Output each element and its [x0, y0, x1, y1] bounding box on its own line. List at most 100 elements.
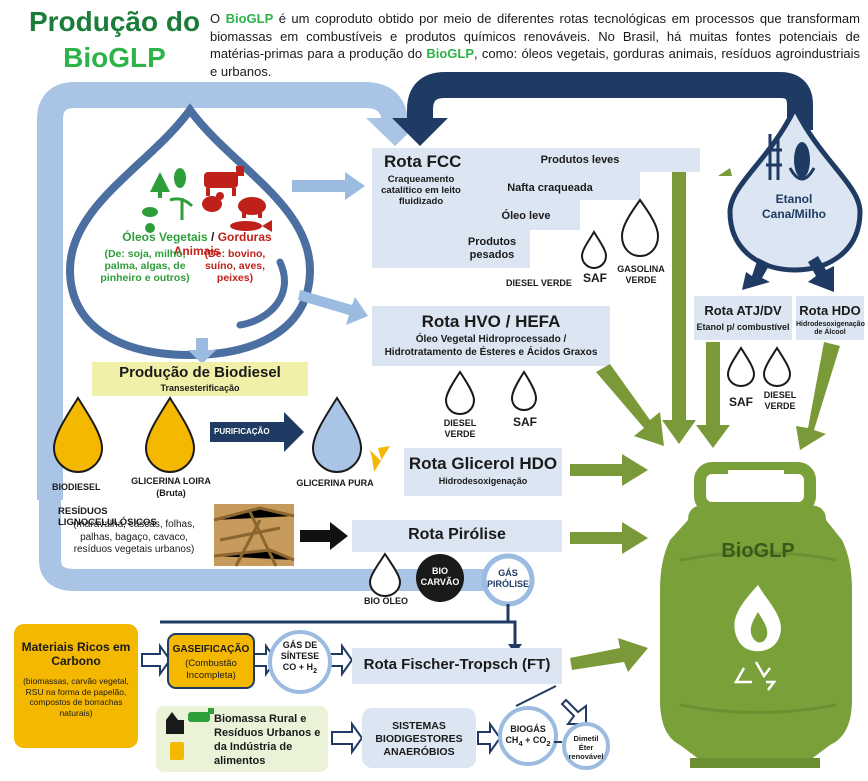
intro-before: O	[210, 11, 226, 26]
cow-icon	[188, 708, 214, 722]
biogas-ch: CH	[505, 735, 519, 745]
oleos-desc: (De: soja, milho, palma, algas, de pinhe…	[100, 248, 190, 284]
hollow-arrows	[141, 642, 587, 756]
ft-box	[352, 648, 562, 684]
trash-icon	[170, 742, 184, 760]
gas-sintese-l3: CO + H	[282, 662, 314, 672]
hdo-sub: Hidrodesoxigenação de Álcool	[796, 321, 865, 336]
fcc-diesel-verde: DIESEL VERDE	[506, 278, 572, 288]
dimetil-circle	[562, 722, 610, 770]
bio-carvao-label: BIO CARVÃO	[420, 566, 460, 587]
chicken-icon	[202, 192, 224, 212]
fcc-product-leves: Produtos leves	[540, 154, 620, 166]
drop-title: Óleos Vegetais / Gorduras Animais	[102, 230, 292, 258]
biomassa-title: Biomassa Rural e Resíduos Urbanos e da I…	[214, 713, 321, 767]
biogas-label: BIOGÁS CH4 + CO2	[500, 724, 556, 749]
factory-icon	[166, 712, 184, 734]
fcc-title: Rota FCC	[384, 152, 462, 171]
pirolise-box	[352, 520, 562, 552]
gaseificacao-sub: (Combustão Incompleta)	[185, 658, 237, 681]
biodiesel-title: Produção de Biodiesel	[119, 364, 281, 381]
gaseificacao-box	[167, 633, 255, 689]
wood-chips-image	[213, 504, 295, 567]
materiais-title: Materiais Ricos em Carbono	[21, 640, 131, 668]
arrow-residuos-pirolise	[300, 522, 348, 550]
drop-icon	[620, 198, 660, 258]
atj-sub: Etanol p/ combustível	[696, 322, 790, 332]
glicerol-title: Rota Glicerol HDO	[408, 454, 558, 473]
drop-icon	[444, 370, 476, 416]
drop-icon	[52, 396, 104, 474]
arrow-drop-to-hvo	[298, 290, 368, 325]
fcc-desc: Craqueamento catalítico em leito fluidiz…	[381, 174, 461, 207]
hvo-saf: SAF	[513, 415, 537, 429]
intro-brand1: BioGLP	[225, 11, 274, 26]
page-title-line2: BioGLP	[63, 42, 166, 73]
cylinder-label: BioGLP	[721, 540, 795, 562]
hdo-title: Rota HDO	[799, 303, 861, 318]
leaf-icon	[142, 168, 194, 233]
gas-pirolise-label: GÁS PIRÓLISE	[486, 568, 529, 589]
etanol-label: Etanol Cana/Milho	[761, 192, 826, 221]
purification-arrow	[210, 412, 304, 452]
atj-box	[694, 296, 792, 340]
gas-sintese-label: GÁS DE SÍNTESE CO + H2	[270, 640, 330, 676]
intro-mid1: é um coproduto obtido por meio de difere…	[210, 11, 860, 61]
glicerina-pura: GLICERINA PURA	[296, 478, 374, 488]
drop-icon	[144, 396, 196, 474]
drop-sep: /	[207, 230, 218, 244]
arrow-etanol-atj	[742, 258, 770, 290]
intro-paragraph: O BioGLP é um coproduto obtido por meio …	[210, 10, 860, 80]
drop-icon	[368, 552, 402, 598]
drop-icon	[580, 230, 608, 270]
pirolise-title: Rota Pirólise	[408, 526, 506, 543]
glicerol-box	[404, 448, 562, 496]
residuos-desc: (maravalha, cascas, folhas, palhas, baga…	[73, 519, 195, 555]
biogas-circle	[498, 706, 558, 766]
bio-carvao-icon	[416, 554, 464, 602]
gas-sintese-sub: 2	[313, 665, 318, 675]
recycle-icon	[733, 661, 777, 691]
dark-loop-arrow	[407, 72, 813, 130]
page-title-line1: Produção do	[28, 6, 201, 37]
drop-icon	[762, 346, 792, 388]
arrow-yellow	[370, 446, 390, 472]
biodigestores-title: SISTEMAS BIODIGESTORES ANAERÓBIOS	[375, 720, 463, 758]
glicerina-loira-sub: (Bruta)	[156, 488, 186, 498]
gas-sintese-l2: SÍNTESE	[280, 651, 320, 661]
hvo-diesel-verde: DIESEL VERDE	[443, 418, 477, 439]
intro-end: , como: óleos vegetais, gorduras animais…	[210, 46, 860, 79]
biogas-s1: 4	[518, 738, 523, 748]
drop-icon	[510, 370, 538, 412]
bio-oleo-label: BIO ÓLEO	[363, 596, 408, 606]
drop-icon	[311, 396, 363, 474]
biodiesel-sub: Transesterificação	[160, 383, 240, 393]
fcc-product-oleo-leve: Óleo leve	[501, 210, 551, 222]
green-arrows	[570, 168, 840, 672]
atj-title: Rota ATJ/DV	[704, 303, 782, 318]
biodigestores-box	[362, 708, 476, 768]
gaseificacao-title: GASEIFICAÇÃO	[172, 644, 250, 655]
gas-sintese-l1: GÁS DE	[282, 640, 318, 650]
fish-icon	[230, 220, 272, 232]
glicerol-sub: Hidrodesoxigenação	[438, 476, 528, 486]
loop-arrow-bottom	[39, 500, 510, 591]
ft-title: Rota Fischer-Tropsch (FT)	[363, 656, 551, 673]
biogas-co: + CO	[522, 735, 547, 745]
glicerina-loira: GLICERINA LOIRA	[131, 476, 211, 486]
fcc-box	[372, 148, 700, 268]
atj-saf: SAF	[729, 395, 753, 409]
flame-icon	[734, 585, 781, 652]
hvo-title: Rota HVO / HEFA	[421, 312, 561, 331]
drop-icon	[726, 346, 756, 388]
biogas-l1: BIOGÁS	[510, 724, 546, 734]
cow-icon	[204, 166, 244, 196]
hdo-box	[796, 296, 864, 340]
hvo-line1: Óleo Vegetal Hidroprocessado /	[415, 334, 567, 345]
arrow-drop-to-biodiesel	[188, 338, 216, 364]
hvo-line2: Hidrotratamento de Ésteres e Ácidos Grax…	[384, 347, 598, 358]
fcc-product-nafta: Nafta craqueada	[507, 182, 593, 194]
dimetil-label: Dimetil Éter renovável	[568, 734, 604, 761]
page-title: Produção do BioGLP	[22, 4, 207, 76]
fcc-gasolina-verde: GASOLINA VERDE	[617, 264, 665, 285]
